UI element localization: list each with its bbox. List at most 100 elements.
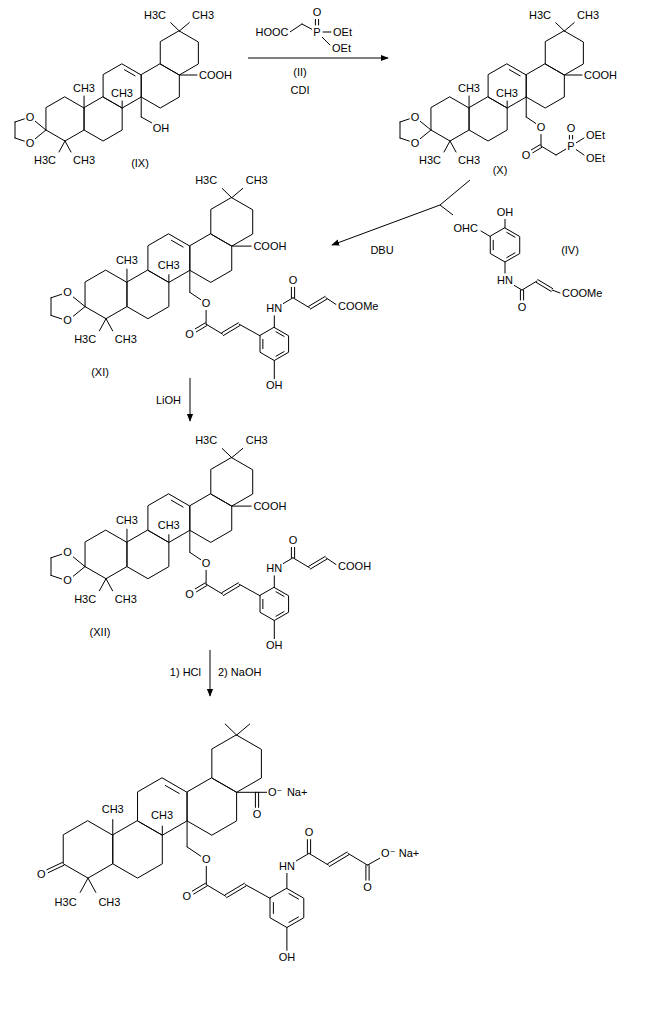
- bond-line: [15, 138, 24, 141]
- atom-label: OEt: [332, 26, 353, 39]
- atom-label: CH3: [115, 254, 139, 267]
- bond-line: [294, 547, 295, 558]
- atom-label: O⁻: [380, 847, 396, 860]
- bond-line: [206, 569, 207, 584]
- bond-line: [72, 307, 85, 318]
- compound-number: (II): [292, 66, 307, 79]
- ring-outline: [113, 821, 163, 878]
- atom-label: CH3: [245, 174, 269, 187]
- bond-line: [51, 575, 62, 579]
- bond-line: [365, 865, 366, 880]
- bond-line: [262, 339, 263, 348]
- bond-line: [294, 287, 295, 298]
- bond-line: [420, 130, 431, 139]
- bond-line: [162, 826, 163, 835]
- bond-line: [293, 558, 310, 568]
- bond-line: [507, 101, 508, 108]
- molecule-structure: [47, 724, 382, 950]
- bond-line: [51, 554, 62, 558]
- atom-label: CH3: [157, 519, 181, 532]
- atom-label: HN: [496, 274, 514, 287]
- molecule-structure: [15, 23, 198, 152]
- ring-outline: [211, 458, 253, 506]
- atom-label: CH3: [114, 593, 138, 606]
- bond-line: [232, 188, 243, 197]
- reagent-label: 1) HCl: [169, 666, 202, 679]
- bond-line: [124, 70, 135, 76]
- atom-label: O: [36, 868, 47, 881]
- reagent-label: CDI: [290, 84, 311, 97]
- bond-line: [195, 323, 205, 329]
- atom-label: CH3: [457, 154, 481, 167]
- bond-line: [232, 448, 243, 457]
- atom-label: HOOC: [255, 26, 290, 39]
- bond-line: [171, 500, 183, 507]
- bond-line: [309, 556, 326, 566]
- bond-line: [293, 298, 310, 308]
- atom-label: COOH: [583, 69, 618, 82]
- bond-line: [522, 281, 537, 290]
- atom-label: O: [304, 826, 315, 839]
- bond-line: [520, 290, 521, 300]
- bond-line: [283, 558, 293, 564]
- bond-line: [533, 147, 542, 152]
- bond-line: [283, 298, 293, 304]
- compound-number: (IV): [560, 244, 580, 257]
- reaction-arrow: [248, 58, 388, 59]
- compound-number: (XII): [89, 626, 112, 639]
- atom-label: O: [62, 314, 73, 327]
- reagent-label: 2) NaOH: [217, 666, 262, 679]
- ring-outline: [127, 530, 169, 578]
- reaction-arrow: [210, 650, 211, 696]
- molecule-structure: [400, 23, 584, 155]
- bond-line: [187, 821, 188, 847]
- bond-line: [65, 141, 71, 152]
- bond-line: [262, 599, 263, 608]
- atom-label: O: [201, 557, 212, 570]
- bond-line: [469, 96, 470, 108]
- bond-line: [507, 253, 515, 258]
- bond-line: [35, 130, 46, 139]
- bond-line: [507, 232, 515, 237]
- reaction-arrow: [190, 378, 191, 421]
- bond-line: [509, 70, 520, 76]
- bond-line: [310, 840, 311, 854]
- bond-line: [171, 240, 183, 247]
- bond-line: [15, 122, 16, 138]
- bond-line: [122, 101, 123, 108]
- ring-outline: [260, 588, 289, 621]
- bond-line: [309, 853, 329, 865]
- compound-number: (X): [492, 164, 509, 177]
- ring-outline: [148, 234, 190, 282]
- bond-line: [187, 847, 201, 857]
- atom-label: O: [410, 137, 421, 150]
- atom-label: OH: [278, 951, 297, 964]
- reagent-label: DBU: [369, 244, 394, 257]
- ring-outline: [160, 31, 198, 75]
- bond-line: [326, 558, 336, 565]
- bond-line: [232, 246, 251, 247]
- ring-outline: [270, 889, 304, 928]
- bond-line: [84, 96, 85, 108]
- atom-label: HN: [265, 562, 283, 575]
- bond-line: [51, 298, 52, 316]
- bond-line: [179, 23, 189, 31]
- atom-label: P: [312, 26, 321, 39]
- bond-line: [369, 865, 370, 880]
- atom-label: CH3: [576, 9, 600, 22]
- atom-label: O: [201, 297, 212, 310]
- ring-outline: [260, 328, 289, 361]
- bond-line: [206, 866, 207, 885]
- bond-line: [194, 886, 207, 894]
- bond-line: [196, 586, 206, 592]
- bond-line: [289, 894, 298, 899]
- bond-line: [168, 535, 169, 543]
- atom-label: H3C: [33, 154, 57, 167]
- bond-line: [400, 122, 401, 138]
- ring-outline: [187, 778, 237, 835]
- bond-line: [538, 280, 553, 289]
- ring-outline: [190, 494, 232, 542]
- ring-outline: [545, 31, 583, 75]
- counter-ion: Na+: [398, 847, 421, 860]
